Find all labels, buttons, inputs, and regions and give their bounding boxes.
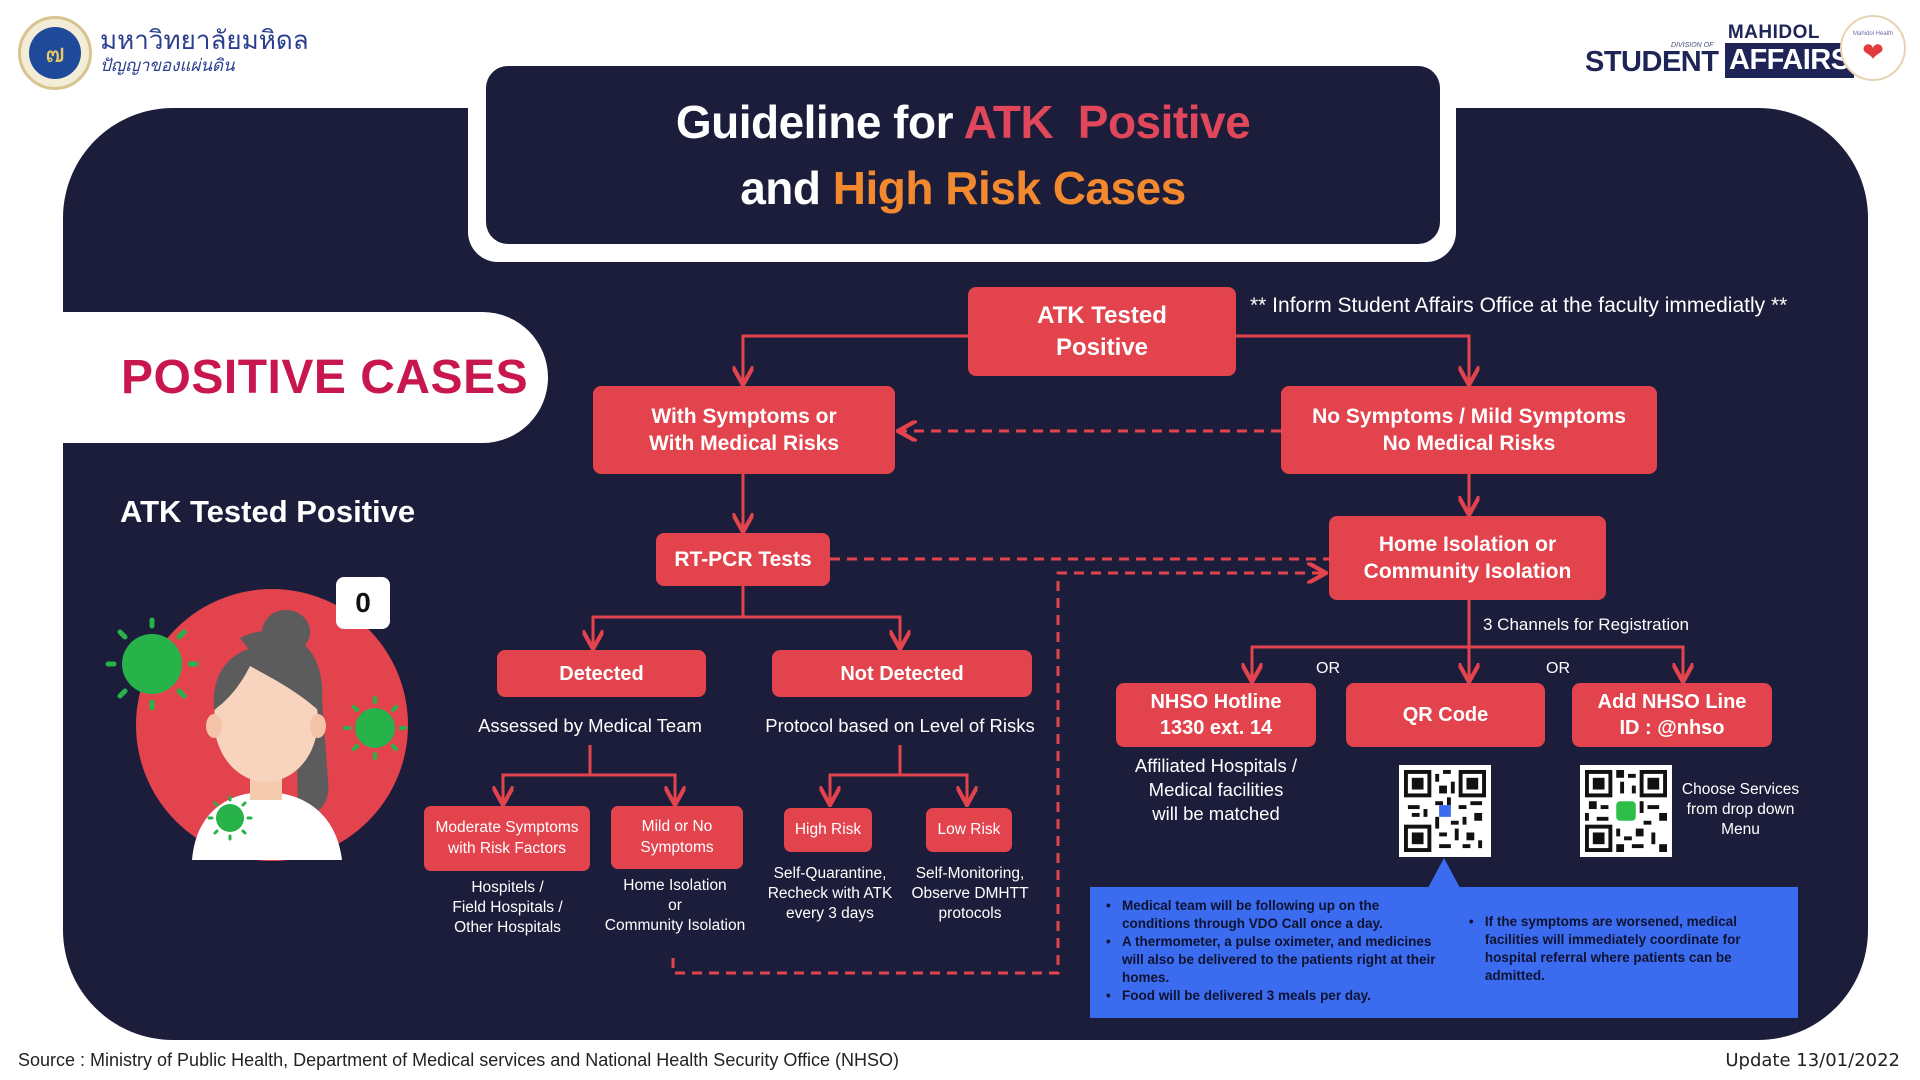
info-item: Medical team will be following up on the… bbox=[1104, 897, 1451, 933]
qr-code-line[interactable] bbox=[1580, 765, 1672, 857]
or-label-2: OR bbox=[1546, 660, 1570, 677]
logo-student-text: STUDENT bbox=[1585, 46, 1719, 78]
info-item: Food will be delivered 3 meals per day. bbox=[1104, 987, 1451, 1005]
title-highlight-atk: ATK Positive bbox=[963, 96, 1251, 148]
node-nhso-hotline[interactable]: NHSO Hotline 1330 ext. 14 bbox=[1116, 683, 1316, 747]
info-list-left: Medical team will be following up on the… bbox=[1104, 897, 1451, 1010]
node-detected: Detected bbox=[497, 650, 706, 697]
title-prefix-1: Guideline for bbox=[675, 96, 964, 148]
case-counter: 0 bbox=[336, 577, 390, 629]
info-pointer bbox=[1428, 858, 1460, 888]
title-prefix-2: and bbox=[740, 162, 833, 214]
node-high-risk: High Risk bbox=[784, 808, 872, 852]
node-not-detected: Not Detected bbox=[772, 650, 1032, 697]
update-date: Update 13/01/2022 bbox=[1725, 1050, 1900, 1071]
logo-mahidol-text: MAHIDOL bbox=[1727, 22, 1820, 43]
mahidol-health-text: Mahidol Health bbox=[1852, 31, 1894, 37]
hotline-caption: Affiliated Hospitals / Medical facilitie… bbox=[1134, 755, 1298, 825]
info-list-right: If the symptoms are worsened, medical fa… bbox=[1467, 897, 1784, 1010]
node-with-symptoms: With Symptoms or With Medical Risks bbox=[593, 386, 895, 474]
logo-division-text: DIVISION OF bbox=[1671, 42, 1714, 49]
or-label-1: OR bbox=[1316, 660, 1340, 677]
university-name: มหาวิทยาลัยมหิดล bbox=[100, 26, 309, 56]
high-risk-caption: Self-Quarantine, Recheck with ATK every … bbox=[767, 865, 893, 923]
node-moderate-symptoms: Moderate Symptoms with Risk Factors bbox=[424, 806, 590, 871]
node-add-nhso-line[interactable]: Add NHSO Line ID : @nhso bbox=[1572, 683, 1772, 747]
section-label: POSITIVE CASES bbox=[121, 351, 529, 404]
info-item: A thermometer, a pulse oximeter, and med… bbox=[1104, 933, 1451, 987]
section-pill: POSITIVE CASES bbox=[63, 312, 548, 443]
heart-icon: ❤ bbox=[1862, 37, 1884, 67]
node-low-risk: Low Risk bbox=[926, 808, 1012, 852]
node-no-symptoms: No Symptoms / Mild Symptoms No Medical R… bbox=[1281, 386, 1657, 474]
low-risk-caption: Self-Monitoring, Observe DMHTT protocols bbox=[911, 865, 1029, 923]
title-highlight-risk: High Risk Cases bbox=[832, 162, 1186, 214]
detected-caption: Assessed by Medical Team bbox=[478, 715, 702, 736]
student-affairs-logo: MAHIDOL DIVISION OF STUDENT AFFAIRS bbox=[1585, 22, 1854, 82]
mahidol-health-logo: Mahidol Health ❤ bbox=[1840, 15, 1906, 81]
university-motto: ปัญญาของแผ่นดิน bbox=[100, 56, 235, 76]
title-line-2: and High Risk Cases bbox=[740, 155, 1186, 221]
title-line-1: Guideline for ATK Positive bbox=[675, 89, 1251, 155]
mahidol-university-seal: ๗ bbox=[18, 16, 92, 90]
line-app-icon bbox=[1616, 801, 1636, 821]
node-atk-tested-positive: ATK Tested Positive bbox=[968, 287, 1236, 376]
not-detected-caption: Protocol based on Level of Risks bbox=[765, 715, 1035, 736]
source-footnote: Source : Ministry of Public Health, Depa… bbox=[18, 1050, 900, 1070]
home-isolation-info-box: Medical team will be following up on the… bbox=[1090, 887, 1798, 1018]
moderate-caption: Hospitels / Field Hospitals / Other Hosp… bbox=[452, 879, 563, 937]
qr-code-icon bbox=[1585, 770, 1667, 852]
patient-illustration bbox=[105, 589, 408, 861]
virus-icon bbox=[105, 617, 199, 711]
node-rt-pcr: RT-PCR Tests bbox=[656, 533, 830, 586]
info-item: If the symptoms are worsened, medical fa… bbox=[1467, 913, 1784, 985]
line-caption: Choose Services from drop down Menu bbox=[1681, 781, 1800, 839]
node-home-isolation: Home Isolation or Community Isolation bbox=[1329, 516, 1606, 600]
inform-note: ** Inform Student Affairs Office at the … bbox=[1250, 294, 1788, 317]
mild-caption: Home Isolation or Community Isolation bbox=[604, 877, 746, 935]
virus-icon bbox=[207, 795, 253, 841]
node-qr-code: QR Code bbox=[1346, 683, 1545, 747]
qr-code-icon bbox=[1404, 770, 1486, 852]
qr-code-registration[interactable] bbox=[1399, 765, 1491, 857]
node-mild-symptoms: Mild or No Symptoms bbox=[611, 806, 743, 869]
logo-affairs-text: AFFAIRS bbox=[1725, 43, 1854, 78]
virus-icon bbox=[343, 696, 407, 760]
channels-label: 3 Channels for Registration bbox=[1483, 615, 1690, 634]
seal-emblem-icon: ๗ bbox=[29, 27, 81, 79]
left-subtitle: ATK Tested Positive bbox=[120, 494, 416, 529]
title-box: Guideline for ATK Positive and High Risk… bbox=[486, 66, 1440, 244]
